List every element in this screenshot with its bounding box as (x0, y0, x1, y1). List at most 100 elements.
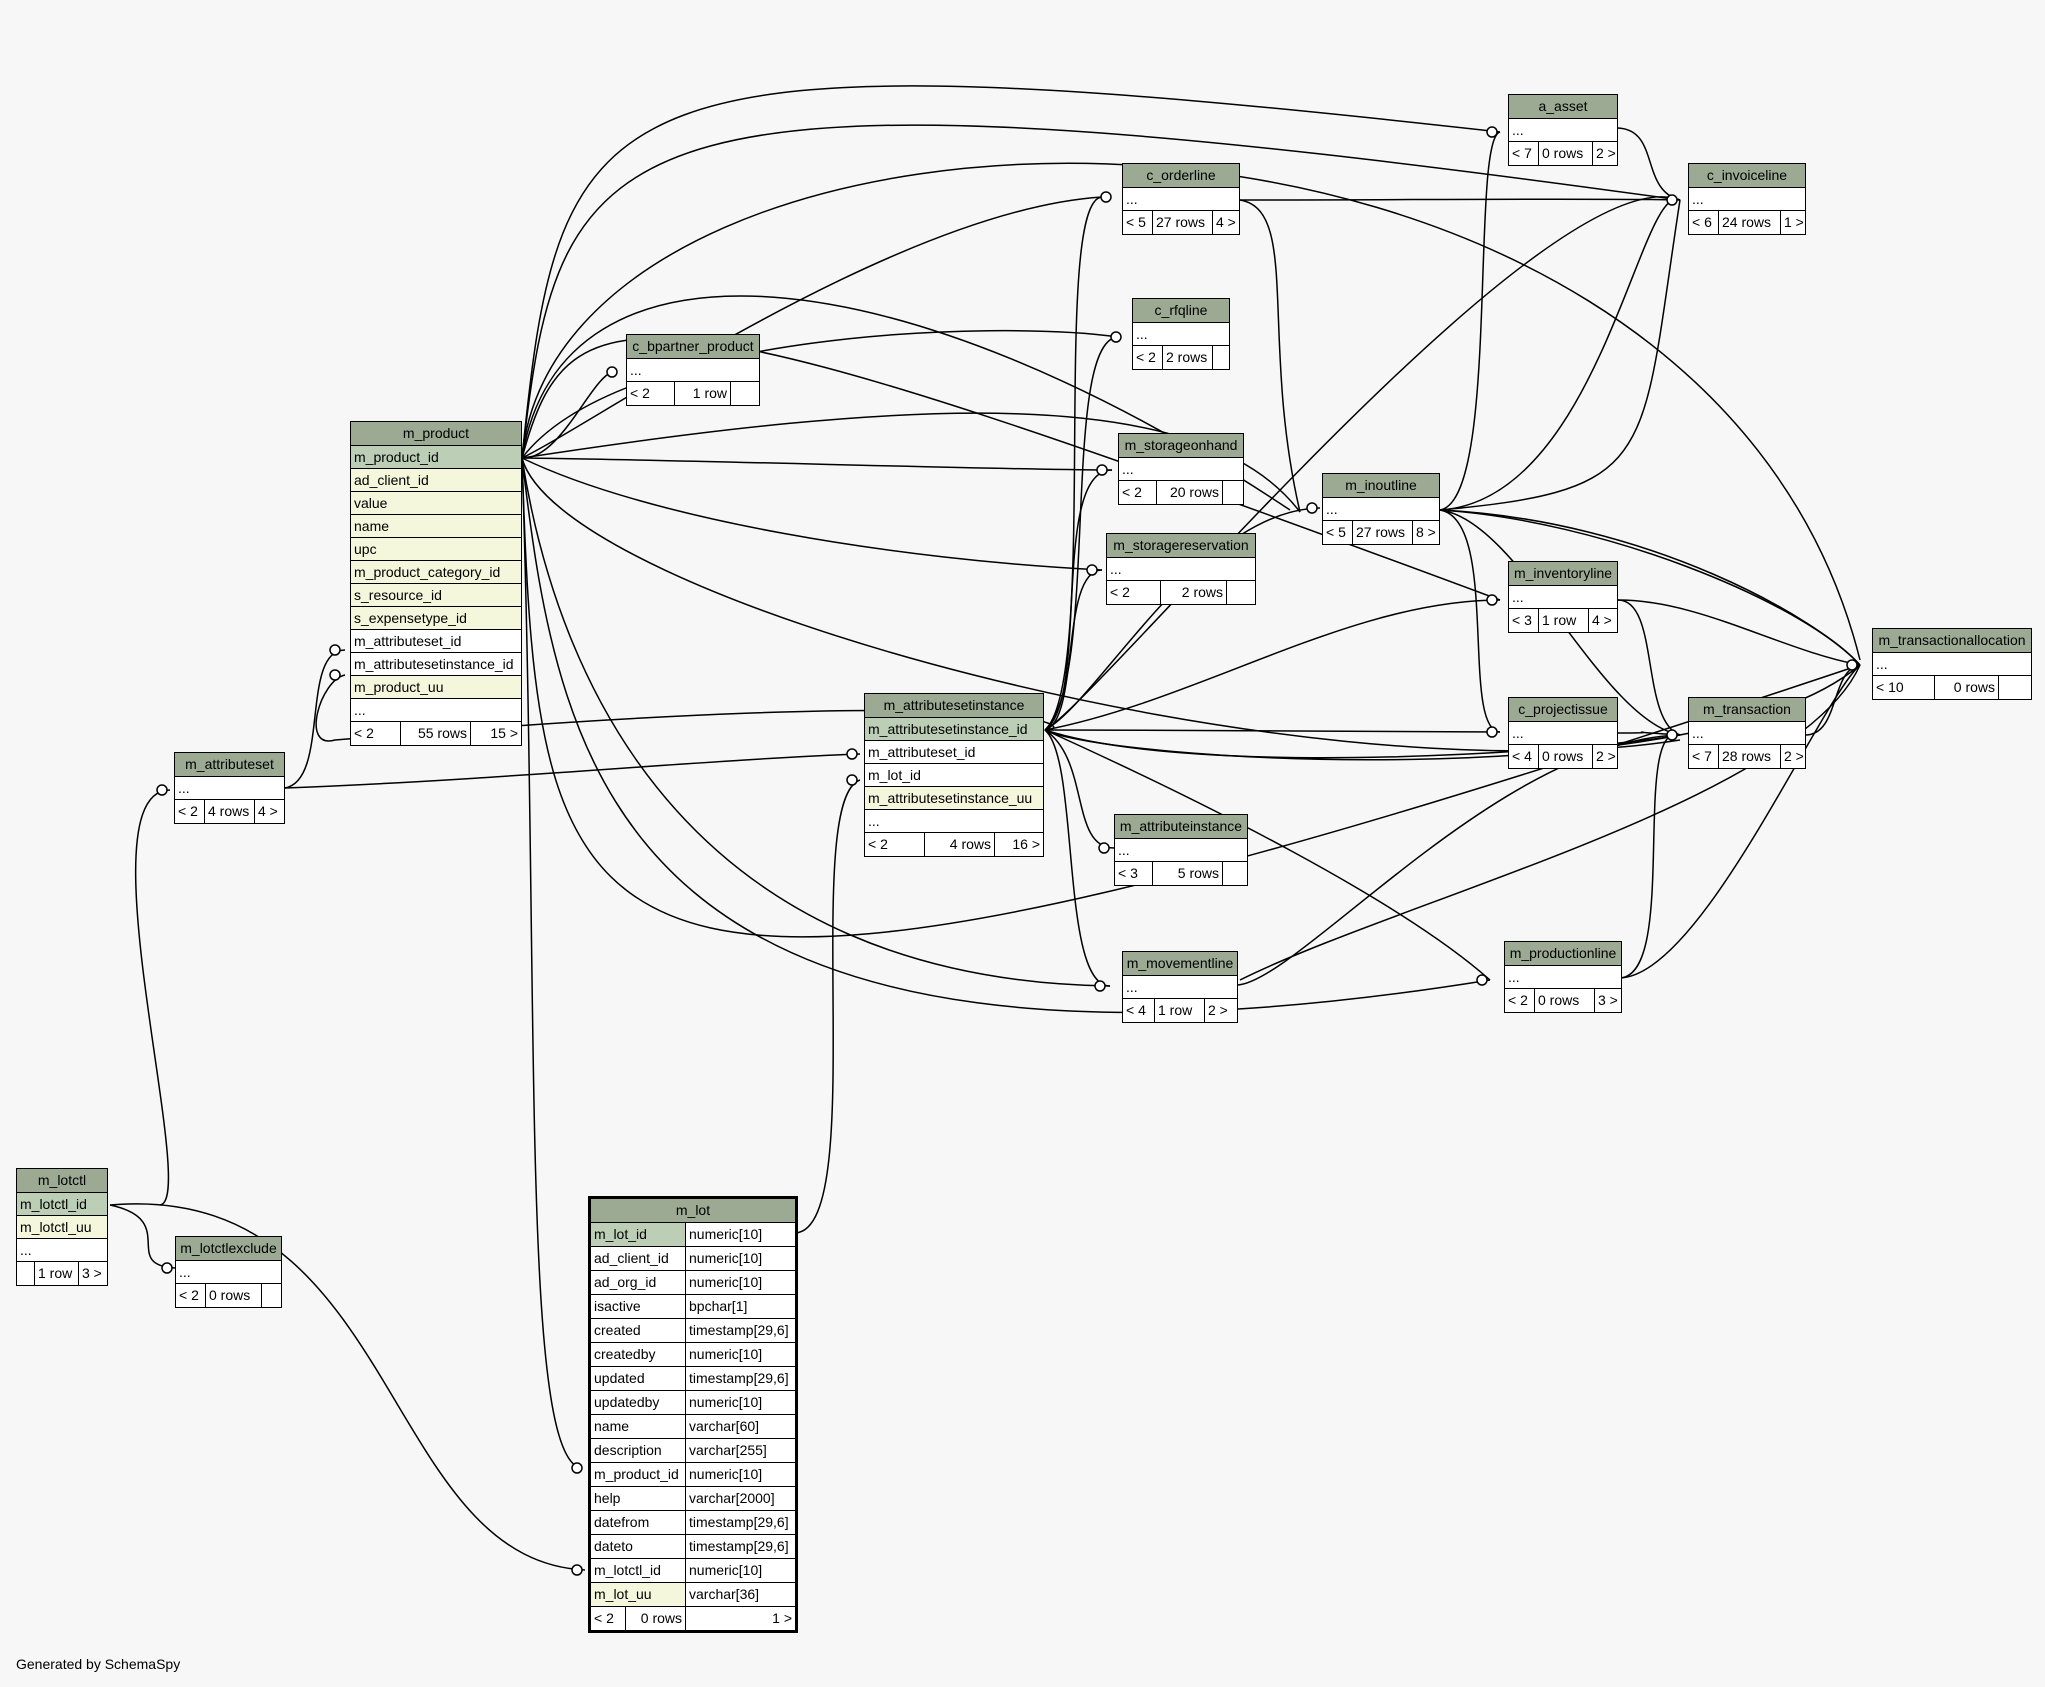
parents-link[interactable]: < 5 (1323, 521, 1353, 544)
parents-link[interactable]: < 10 (1873, 676, 1935, 699)
children-link[interactable]: 4 > (258, 803, 278, 819)
row-count: 1 row (1539, 609, 1589, 632)
table-footer: < 5 27 rows 4 > (1123, 211, 1239, 234)
parents-link[interactable]: < 2 (351, 722, 401, 745)
table-header[interactable]: m_attributeset (175, 753, 284, 777)
children-link[interactable] (262, 1284, 281, 1307)
table-header[interactable]: m_storagereservation (1107, 534, 1255, 558)
table-m_attributeset[interactable]: m_attributeset ... < 2 4 rows 4 > (174, 752, 285, 824)
column-row: ... (176, 1261, 281, 1284)
children-link[interactable] (1227, 581, 1255, 604)
table-c_orderline[interactable]: c_orderline ... < 5 27 rows 4 > (1122, 163, 1240, 235)
table-footer: < 6 24 rows 1 > (1689, 211, 1805, 234)
table-header[interactable]: m_storageonhand (1119, 434, 1243, 458)
table-header[interactable]: a_asset (1509, 95, 1617, 119)
parents-link[interactable]: < 3 (1115, 862, 1153, 885)
table-header[interactable]: m_lotctl (17, 1169, 107, 1193)
children-link[interactable]: 1 > (772, 1610, 792, 1626)
children-link[interactable]: 3 > (82, 1265, 102, 1281)
table-m_attributeinstance[interactable]: m_attributeinstance ... < 3 5 rows (1114, 814, 1248, 886)
children-link[interactable]: 3 > (1598, 992, 1618, 1008)
parents-link[interactable]: < 7 (1509, 142, 1539, 165)
children-link[interactable] (1213, 346, 1229, 369)
table-m_lotctl[interactable]: m_lotctl m_lotctl_id m_lotctl_uu ... 1 r… (16, 1168, 108, 1286)
parents-link[interactable]: < 6 (1689, 211, 1719, 234)
children-link[interactable]: 4 > (1592, 612, 1612, 628)
children-link[interactable] (731, 382, 759, 405)
table-a_asset[interactable]: a_asset ... < 7 0 rows 2 > (1508, 94, 1618, 166)
table-m_attributesetinstance[interactable]: m_attributesetinstance m_attributesetins… (864, 693, 1044, 857)
children-link[interactable] (1223, 862, 1247, 885)
parents-link[interactable]: < 4 (1123, 999, 1155, 1022)
parents-link[interactable]: < 2 (1107, 581, 1161, 604)
table-header[interactable]: c_bpartner_product (627, 335, 759, 359)
table-footer: < 2 2 rows (1107, 581, 1255, 604)
table-header[interactable]: m_transaction (1689, 698, 1805, 722)
edge (1804, 664, 1861, 736)
table-c_invoiceline[interactable]: c_invoiceline ... < 6 24 rows 1 > (1688, 163, 1806, 235)
children-link[interactable]: 2 > (1596, 748, 1616, 764)
children-link[interactable]: 2 > (1208, 1002, 1228, 1018)
table-header[interactable]: m_inoutline (1323, 474, 1439, 498)
table-c_rfqline[interactable]: c_rfqline ... < 2 2 rows (1132, 298, 1230, 370)
table-c_projectissue[interactable]: c_projectissue ... < 4 0 rows 2 > (1508, 697, 1618, 769)
parents-link[interactable] (17, 1262, 35, 1285)
parents-link[interactable]: < 2 (1505, 989, 1535, 1012)
table-header[interactable]: m_product (351, 422, 521, 446)
table-m_lotctlexclude[interactable]: m_lotctlexclude ... < 2 0 rows (175, 1236, 282, 1308)
parents-link[interactable]: < 2 (591, 1607, 626, 1630)
column-name: ad_org_id (591, 1271, 686, 1294)
table-header[interactable]: m_lotctlexclude (176, 1237, 281, 1261)
parents-link[interactable]: < 7 (1689, 745, 1719, 768)
children-link[interactable] (1999, 676, 2031, 699)
table-header[interactable]: m_inventoryline (1509, 562, 1617, 586)
table-m_inventoryline[interactable]: m_inventoryline ... < 3 1 row 4 > (1508, 561, 1618, 633)
children-link[interactable]: 15 > (490, 725, 518, 741)
table-header[interactable]: m_movementline (1123, 952, 1237, 976)
children-link[interactable]: 2 > (1784, 748, 1804, 764)
parents-link[interactable]: < 2 (1133, 346, 1163, 369)
table-header[interactable]: m_lot (591, 1199, 795, 1223)
edge (1239, 664, 1861, 981)
table-header[interactable]: c_orderline (1123, 164, 1239, 188)
column-row: ... (1689, 188, 1805, 211)
table-header[interactable]: m_attributesetinstance (865, 694, 1043, 718)
table-m_transactionallocation[interactable]: m_transactionallocation ... < 10 0 rows (1872, 628, 2032, 700)
table-m_movementline[interactable]: m_movementline ... < 4 1 row 2 > (1122, 951, 1238, 1023)
table-m_product[interactable]: m_product m_product_id ad_client_id valu… (350, 421, 522, 746)
children-link[interactable]: 8 > (1416, 524, 1436, 540)
table-header[interactable]: m_productionline (1505, 942, 1621, 966)
table-header[interactable]: m_transactionallocation (1873, 629, 2031, 653)
table-header[interactable]: c_projectissue (1509, 698, 1617, 722)
table-m_inoutline[interactable]: m_inoutline ... < 5 27 rows 8 > (1322, 473, 1440, 545)
table-header[interactable]: c_invoiceline (1689, 164, 1805, 188)
parents-link[interactable]: < 2 (1119, 481, 1157, 504)
children-link[interactable] (1223, 481, 1243, 504)
children-link[interactable]: 2 > (1596, 145, 1616, 161)
parents-link[interactable]: < 2 (176, 1284, 206, 1307)
parents-link[interactable]: < 2 (175, 800, 205, 823)
column-name: ad_client_id (591, 1247, 686, 1270)
table-c_bpartner_product[interactable]: c_bpartner_product ... < 2 1 row (626, 334, 760, 406)
edge (521, 457, 1861, 938)
row-count: 0 rows (1539, 142, 1593, 165)
table-header[interactable]: c_rfqline (1133, 299, 1229, 323)
table-header[interactable]: m_attributeinstance (1115, 815, 1247, 839)
children-link[interactable]: 4 > (1216, 214, 1236, 230)
edge (521, 196, 1103, 459)
table-m_transaction[interactable]: m_transaction ... < 7 28 rows 2 > (1688, 697, 1806, 769)
children-link[interactable]: 1 > (1784, 214, 1804, 230)
table-m_productionline[interactable]: m_productionline ... < 2 0 rows 3 > (1504, 941, 1622, 1013)
parents-link[interactable]: < 2 (627, 382, 675, 405)
column-row: m_product_category_id (351, 561, 521, 584)
parents-link[interactable]: < 5 (1123, 211, 1153, 234)
table-m_storagereservation[interactable]: m_storagereservation ... < 2 2 rows (1106, 533, 1256, 605)
parents-link[interactable]: < 3 (1509, 609, 1539, 632)
table-m_storageonhand[interactable]: m_storageonhand ... < 2 20 rows (1118, 433, 1244, 505)
parents-link[interactable]: < 2 (865, 833, 925, 856)
children-link[interactable]: 16 > (1012, 836, 1040, 852)
parents-link[interactable]: < 4 (1509, 745, 1539, 768)
row-count: 5 rows (1153, 862, 1223, 885)
